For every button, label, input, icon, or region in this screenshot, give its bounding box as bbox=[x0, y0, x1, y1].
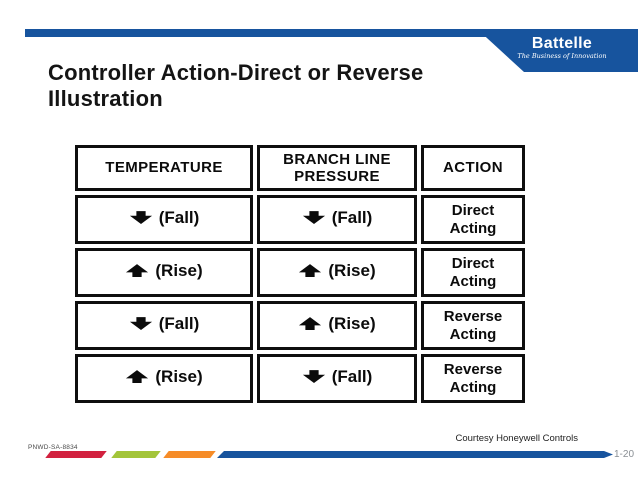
action-cell: Direct Acting bbox=[421, 195, 525, 244]
trend-arrow-icon bbox=[129, 316, 153, 331]
header-rule bbox=[25, 29, 638, 37]
page-number: 1-20 bbox=[614, 449, 635, 460]
pressure-cell: (Rise) bbox=[257, 301, 417, 350]
action-cell: Reverse Acting bbox=[421, 301, 525, 350]
pressure-trend-label: (Fall) bbox=[331, 208, 373, 228]
pressure-trend-label: (Fall) bbox=[331, 367, 373, 387]
temperature-cell: (Fall) bbox=[75, 301, 253, 350]
table-row: (Rise) (Rise) Direct Acting bbox=[75, 248, 525, 297]
temperature-cell: (Rise) bbox=[75, 354, 253, 403]
temperature-cell: (Rise) bbox=[75, 248, 253, 297]
pressure-trend-label: (Rise) bbox=[328, 261, 376, 281]
temperature-trend-label: (Fall) bbox=[158, 208, 200, 228]
trend-arrow-icon bbox=[302, 369, 326, 384]
trend-arrow-icon bbox=[129, 210, 153, 225]
logo-tagline-text: The Business of Innovation bbox=[517, 51, 607, 60]
pressure-cell: (Rise) bbox=[257, 248, 417, 297]
trend-arrow-icon bbox=[125, 369, 149, 384]
trend-arrow-icon bbox=[302, 210, 326, 225]
footer-stripe-red bbox=[45, 451, 107, 458]
pressure-cell: (Fall) bbox=[257, 195, 417, 244]
action-label: Direct Acting bbox=[449, 254, 497, 290]
temperature-trend-label: (Fall) bbox=[158, 314, 200, 334]
document-number: PNWD-SA-8834 bbox=[28, 444, 78, 451]
action-label: Direct Acting bbox=[449, 201, 497, 237]
logo-brand-text: Battelle bbox=[531, 35, 593, 52]
temperature-cell: (Fall) bbox=[75, 195, 253, 244]
column-header-temperature: TEMPERATURE bbox=[75, 145, 253, 191]
pressure-trend-label: (Rise) bbox=[328, 314, 376, 334]
action-cell: Direct Acting bbox=[421, 248, 525, 297]
footer-stripe-blue bbox=[217, 451, 613, 458]
action-cell: Reverse Acting bbox=[421, 354, 525, 403]
controller-action-table: TEMPERATURE BRANCH LINE PRESSURE ACTION … bbox=[71, 141, 529, 407]
courtesy-credit: Courtesy Honeywell Controls bbox=[455, 433, 579, 444]
trend-arrow-icon bbox=[298, 316, 322, 331]
temperature-trend-label: (Rise) bbox=[155, 261, 203, 281]
pressure-cell: (Fall) bbox=[257, 354, 417, 403]
trend-arrow-icon bbox=[125, 263, 149, 278]
table-header-row: TEMPERATURE BRANCH LINE PRESSURE ACTION bbox=[75, 145, 525, 191]
table-row: (Fall) (Rise) Reverse Acting bbox=[75, 301, 525, 350]
action-label: Reverse Acting bbox=[443, 307, 503, 343]
action-label: Reverse Acting bbox=[443, 360, 503, 396]
footer-stripe-green bbox=[111, 451, 161, 458]
page-title: Controller Action-Direct or Reverse Illu… bbox=[48, 60, 424, 112]
trend-arrow-icon bbox=[298, 263, 322, 278]
column-header-branch-line-pressure: BRANCH LINE PRESSURE bbox=[257, 145, 417, 191]
temperature-trend-label: (Rise) bbox=[155, 367, 203, 387]
footer-stripe-orange bbox=[163, 451, 216, 458]
table-row: (Rise) (Fall) Reverse Acting bbox=[75, 354, 525, 403]
table-row: (Fall) (Fall) Direct Acting bbox=[75, 195, 525, 244]
column-header-action: ACTION bbox=[421, 145, 525, 191]
